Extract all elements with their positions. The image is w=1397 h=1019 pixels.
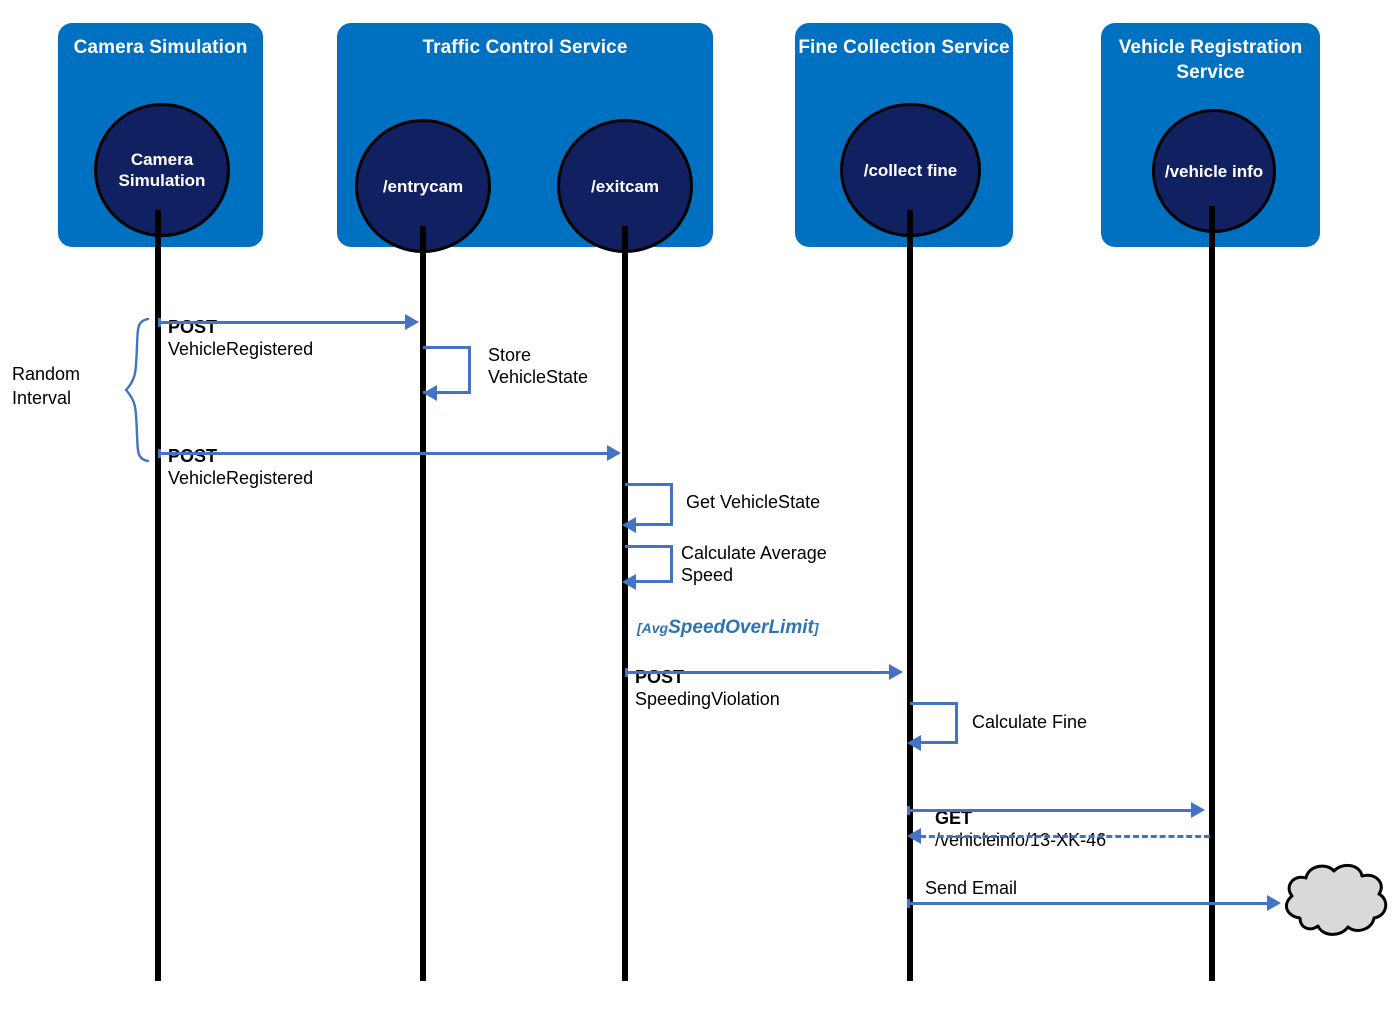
message-arrowhead-m10 bbox=[1267, 895, 1281, 911]
endpoint-ellipse-entrycam[interactable]: /entrycam bbox=[355, 119, 491, 253]
participant-title-traffic-control: Traffic Control Service bbox=[422, 37, 628, 58]
message-text-m3: VehicleRegistered bbox=[168, 468, 314, 488]
message-label-m7: Calculate Fine bbox=[972, 712, 1088, 732]
message-guard-suffix-m6: ] bbox=[813, 620, 819, 636]
participant-title-vehicle-registration: Vehicle Registration Service bbox=[1118, 37, 1303, 83]
message-selfcall-m7[interactable] bbox=[910, 702, 958, 744]
message-arrowhead-m3 bbox=[607, 445, 621, 461]
endpoint-ellipse-vehicleinfo[interactable]: /vehicle info bbox=[1152, 109, 1276, 233]
message-selfcall-m2[interactable] bbox=[423, 346, 471, 394]
message-line-m8[interactable] bbox=[907, 809, 1195, 812]
lifeline-collectfine bbox=[907, 210, 913, 981]
message-verb-m8: GET bbox=[935, 808, 973, 828]
message-guard-m6: [AvgSpeedOverLimit] bbox=[637, 617, 819, 639]
message-guard-main-m6: SpeedOverLimit bbox=[668, 617, 814, 638]
message-line-m10[interactable] bbox=[907, 902, 1272, 905]
message-label-m10: Send Email bbox=[925, 878, 1018, 898]
endpoint-label-vehicleinfo: /vehicle info bbox=[1164, 161, 1264, 181]
message-label-m1: POST VehicleRegistered bbox=[168, 294, 313, 360]
participant-box-camera-simulation[interactable]: Camera Simulation Camera Simulation bbox=[58, 23, 263, 247]
random-interval-brace bbox=[124, 317, 150, 463]
message-guard-prefix-m6: [Avg bbox=[637, 620, 669, 636]
message-label-m3: POST VehicleRegistered bbox=[168, 423, 313, 489]
participant-title-fine-collection: Fine Collection Service bbox=[798, 37, 1010, 58]
endpoint-label-entrycam: /entrycam bbox=[382, 176, 464, 196]
message-arrowhead-m8 bbox=[1191, 802, 1205, 818]
message-label-m5: Calculate Average Speed bbox=[681, 543, 827, 585]
message-arrowhead-m9 bbox=[907, 828, 921, 844]
message-arrowhead-m7 bbox=[907, 735, 921, 751]
message-line-m1[interactable] bbox=[158, 321, 410, 324]
message-text-m8: /vehicleinfo/13-XK-46 bbox=[935, 830, 1107, 850]
endpoint-ellipse-camera-simulation[interactable]: Camera Simulation bbox=[94, 103, 230, 237]
lifeline-camera-simulation bbox=[155, 210, 161, 981]
participant-title-camera-simulation: Camera Simulation bbox=[73, 37, 248, 58]
message-verb-m3: POST bbox=[168, 446, 218, 466]
message-verb-m6: POST bbox=[635, 667, 685, 687]
participant-box-traffic-control[interactable]: Traffic Control Service /entrycam /exitc… bbox=[337, 23, 713, 253]
email-cloud-icon bbox=[1284, 863, 1388, 936]
message-label-m2: Store VehicleState bbox=[488, 345, 589, 387]
message-arrowhead-m1 bbox=[405, 314, 419, 330]
message-arrowhead-m6 bbox=[889, 664, 903, 680]
random-interval-label: Random Interval bbox=[12, 364, 81, 408]
message-arrowhead-m4 bbox=[622, 517, 636, 533]
participant-box-fine-collection[interactable]: Fine Collection Service /collect fine bbox=[795, 23, 1013, 247]
message-selfcall-m4[interactable] bbox=[625, 483, 673, 526]
lifeline-entrycam bbox=[420, 226, 426, 981]
message-line-m6[interactable] bbox=[625, 671, 894, 674]
endpoint-label-exitcam: /exitcam bbox=[590, 176, 660, 196]
message-selfcall-m5[interactable] bbox=[625, 545, 673, 583]
message-line-m9[interactable] bbox=[920, 835, 1210, 838]
endpoint-label-camera-simulation: Camera Simulation bbox=[118, 150, 206, 190]
message-arrowhead-m5 bbox=[622, 574, 636, 590]
message-arrowhead-m2 bbox=[423, 385, 437, 401]
lifeline-exitcam bbox=[622, 226, 628, 981]
endpoint-label-collectfine: /collect fine bbox=[863, 160, 958, 180]
message-label-m6: POST SpeedingViolation bbox=[635, 644, 780, 710]
message-text-m6: SpeedingViolation bbox=[635, 689, 780, 709]
message-verb-m1: POST bbox=[168, 317, 218, 337]
message-label-m8: GET /vehicleinfo/13-XK-46 bbox=[935, 785, 1106, 851]
lifeline-vehicleinfo bbox=[1209, 206, 1215, 981]
message-label-m4: Get VehicleState bbox=[686, 492, 821, 512]
message-text-m1: VehicleRegistered bbox=[168, 339, 314, 359]
message-line-m3[interactable] bbox=[158, 452, 612, 455]
